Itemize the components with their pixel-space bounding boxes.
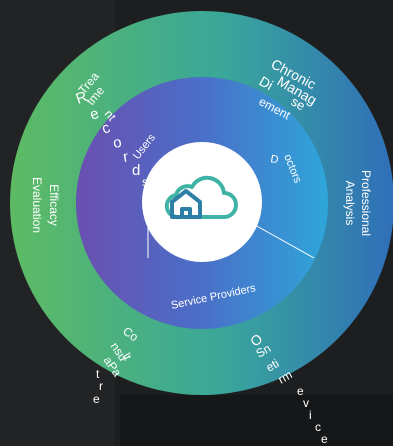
cloud-house-icon: [164, 175, 238, 220]
efficacy-line-1: Efficacy: [47, 184, 61, 226]
consultation-letter: t: [96, 367, 100, 381]
consultation-letter: r: [99, 379, 103, 393]
online-letter: c: [315, 420, 321, 434]
online-part-4: rm: [276, 367, 295, 386]
online-letter: e: [297, 384, 304, 398]
professional-line-1: Professional: [359, 170, 373, 236]
label-efficacy-evaluation: Efficacy Evaluation: [30, 177, 61, 233]
label-professional-analysis: Professional Analysis: [343, 170, 373, 236]
online-letter: v: [303, 396, 309, 410]
doctors-d: D: [269, 153, 279, 166]
records-letter: d: [132, 162, 140, 179]
label-online-service: O Sn eti rm e v i c e: [248, 330, 329, 446]
connector-line-right: [254, 224, 315, 259]
online-part-2: Sn: [254, 341, 274, 360]
consultation-letter: e: [93, 392, 100, 406]
online-part-3: eti: [264, 356, 282, 374]
records-letter: s: [142, 175, 148, 189]
chronic-disease-part2: se: [289, 94, 308, 114]
efficacy-line-2: Evaluation: [30, 177, 44, 233]
online-letter: i: [309, 408, 312, 422]
professional-line-2: Analysis: [343, 181, 357, 226]
records-letter: o: [112, 134, 123, 152]
background-panel-bottom: [120, 395, 393, 446]
records-letter: r: [122, 148, 130, 166]
online-letter: e: [321, 432, 328, 446]
